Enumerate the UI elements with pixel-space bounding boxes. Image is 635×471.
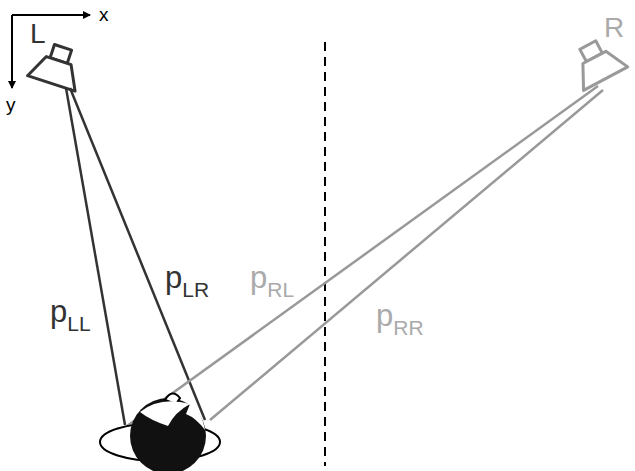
speaker-label: L xyxy=(30,20,46,48)
listener-head xyxy=(100,393,220,471)
path-rl xyxy=(127,86,598,426)
y-axis xyxy=(11,15,13,88)
pressure-symbol: p xyxy=(376,298,393,333)
path-label: pRR xyxy=(374,300,426,331)
path-subscript: LR xyxy=(182,278,209,301)
path-label: pRL xyxy=(248,262,296,293)
path-label: pLL xyxy=(48,296,93,327)
path-ll xyxy=(66,88,125,425)
path-subscript: RR xyxy=(393,316,423,339)
x-axis xyxy=(12,14,90,16)
path-rr xyxy=(210,90,603,420)
pressure-symbol: p xyxy=(50,294,67,329)
path-subscript: RL xyxy=(267,278,294,301)
path-subscript: LL xyxy=(67,312,90,335)
speaker-label: R xyxy=(604,14,624,42)
pressure-symbol: p xyxy=(250,260,267,295)
path-label: pLR xyxy=(163,262,211,293)
axis-label: x xyxy=(99,5,109,24)
pressure-symbol: p xyxy=(165,260,182,295)
symmetry-line xyxy=(324,42,326,466)
path-lr xyxy=(70,88,205,420)
axis-label: y xyxy=(6,95,16,114)
